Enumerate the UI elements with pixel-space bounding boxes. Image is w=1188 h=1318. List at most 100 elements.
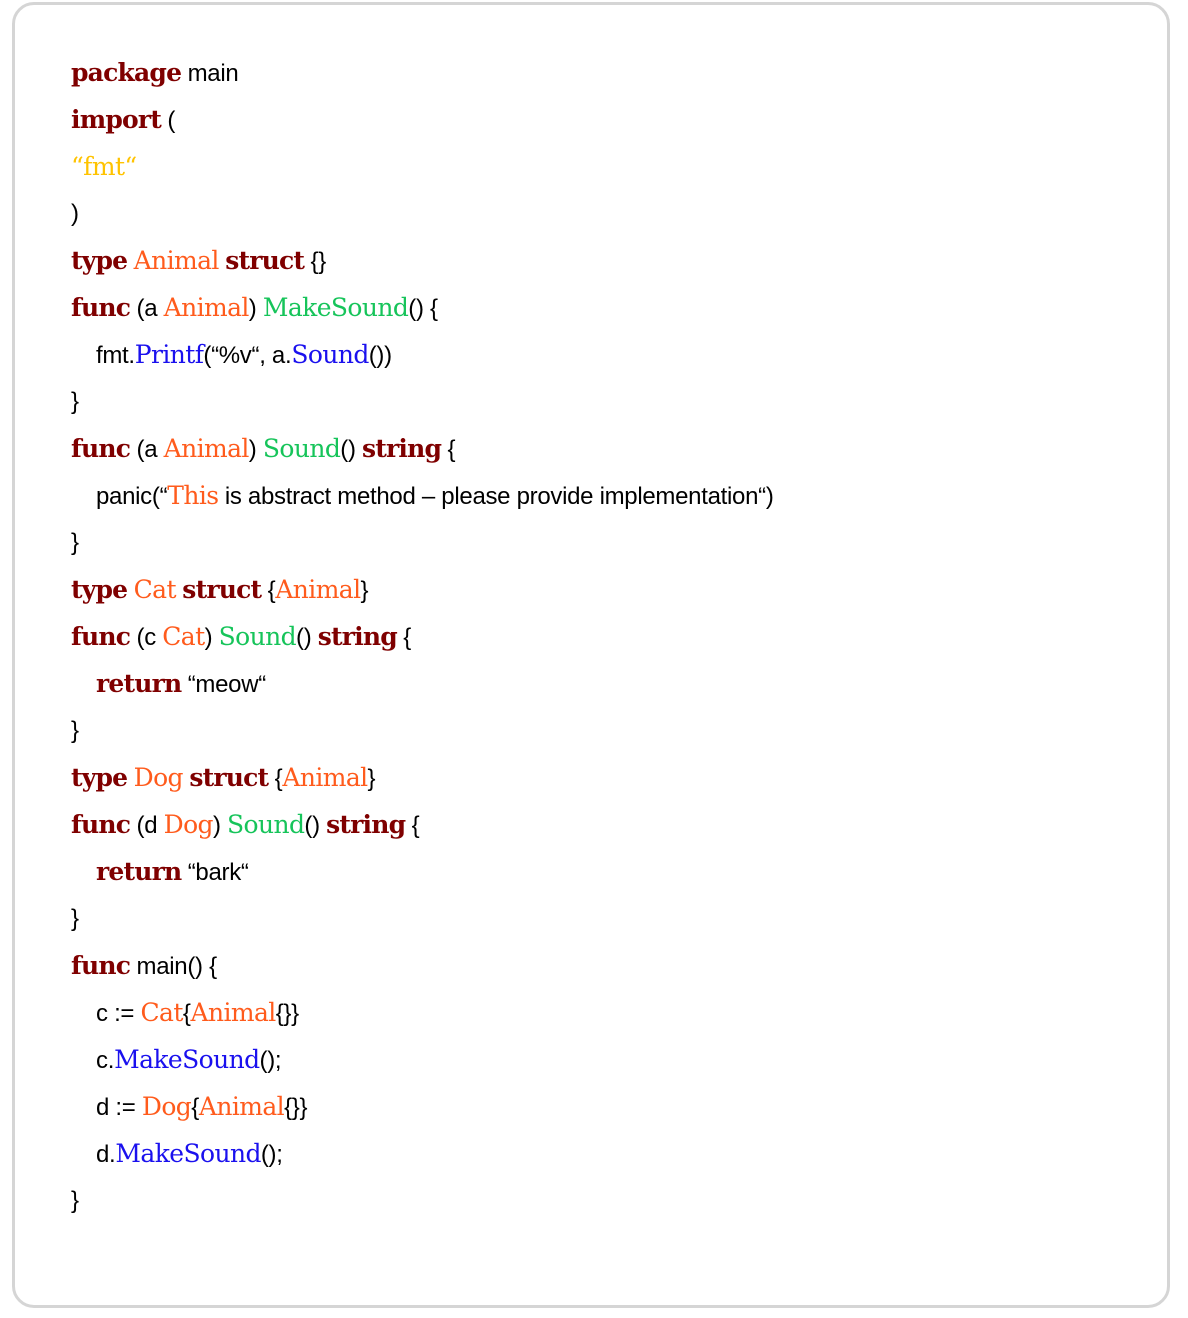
plain-token: d := [96,1094,142,1121]
method-call-token: Printf [134,340,204,369]
plain-token: () { [408,295,438,322]
keyword-token: func [71,951,131,980]
type-token: Animal [198,1092,285,1121]
plain-token: main() { [130,953,218,980]
code-line: type Cat struct {Animal} [71,566,774,613]
plain-token: { [441,436,456,463]
code-line: d := Dog{Animal{}} [71,1083,774,1130]
code-line: c.MakeSound(); [71,1036,774,1083]
plain-token: { [268,765,283,792]
code-line: func (c Cat) Sound() string { [71,613,774,660]
plain-token: { [396,624,412,651]
plain-token: } [71,529,79,556]
type-token: Cat [140,998,184,1027]
type-token: Cat [162,622,205,651]
plain-token: main [181,60,239,87]
plain-token: (a [130,436,164,463]
keyword-token: func [71,622,131,651]
code-line: } [71,378,774,425]
keyword-token: type [71,763,128,792]
plain-token: } [71,717,79,744]
plain-token: () [296,624,318,651]
plain-token: { [191,1094,199,1121]
plain-token: ( [161,107,176,134]
code-line: “fmt“ [71,143,774,190]
code-line: return “bark“ [71,848,774,895]
plain-token: } [71,905,79,932]
code-line: } [71,519,774,566]
plain-token: {} [304,248,327,275]
code-line: c := Cat{Animal{}} [71,989,774,1036]
code-line: func (a Animal) MakeSound() { [71,284,774,331]
plain-token: { [405,812,420,839]
keyword-token: string [326,810,406,839]
type-token: Animal [282,763,368,792]
plain-token: “meow“ [181,671,267,698]
plain-token: () [340,436,363,463]
plain-token: { [182,1000,191,1027]
plain-token: (c [130,624,163,651]
plain-token: ) [248,295,263,322]
plain-token: ) [204,624,219,651]
plain-token: () [304,812,327,839]
keyword-token: struct [182,575,262,604]
plain-token: panic(“ [96,483,168,510]
type-token: Dog [133,763,184,792]
plain-token: (); [259,1047,282,1074]
code-line: panic(“This is abstract method – please … [71,472,774,519]
code-line: type Dog struct {Animal} [71,754,774,801]
keyword-token: string [317,622,398,651]
plain-token: fmt. [96,342,135,369]
plain-token: d. [96,1141,116,1168]
keyword-token: return [96,669,182,698]
plain-token: is abstract method – please provide impl… [218,483,774,510]
plain-token: { [261,577,276,604]
keyword-token: package [71,58,182,87]
method-call-token: MakeSound [115,1139,261,1168]
keyword-token: func [71,810,131,839]
type-token: Dog [141,1092,192,1121]
code-line: func (d Dog) Sound() string { [71,801,774,848]
code-line: import ( [71,96,774,143]
keyword-token: func [71,293,131,322]
plain-token: (); [260,1141,283,1168]
code-line: fmt.Printf(“%v“, a.Sound()) [71,331,774,378]
plain-token: (a [130,295,164,322]
plain-token: } [71,388,79,415]
code-line: } [71,707,774,754]
function-name-token: Sound [218,622,297,651]
code-line: func main() { [71,942,774,989]
plain-token: (d [130,812,164,839]
type-token: Animal [133,246,220,275]
plain-token: “bark“ [181,859,249,886]
type-token: Cat [133,575,177,604]
type-token: Animal [275,575,361,604]
plain-token: c := [96,1000,141,1027]
plain-token: } [360,577,369,604]
keyword-token: type [71,575,128,604]
plain-token: ) [248,436,263,463]
code-line: d.MakeSound(); [71,1130,774,1177]
keyword-token: func [71,434,131,463]
plain-token: ) [71,200,79,227]
code-line: return “meow“ [71,660,774,707]
keyword-token: string [362,434,442,463]
plain-token: } [71,1187,79,1214]
method-call-token: Sound [291,340,369,369]
code-line: type Animal struct {} [71,237,774,284]
type-token: Animal [163,434,250,463]
plain-token: ()) [368,342,392,369]
keyword-token: return [96,857,182,886]
function-name-token: MakeSound [262,293,409,322]
code-line: ) [71,190,774,237]
code-line: func (a Animal) Sound() string { [71,425,774,472]
function-name-token: Sound [262,434,341,463]
plain-token: {}} [284,1094,308,1121]
keyword-token: import [71,105,162,134]
method-call-token: MakeSound [114,1045,260,1074]
type-token: Animal [190,998,277,1027]
keyword-token: type [71,246,128,275]
type-token: Animal [163,293,250,322]
plain-token: c. [96,1047,115,1074]
